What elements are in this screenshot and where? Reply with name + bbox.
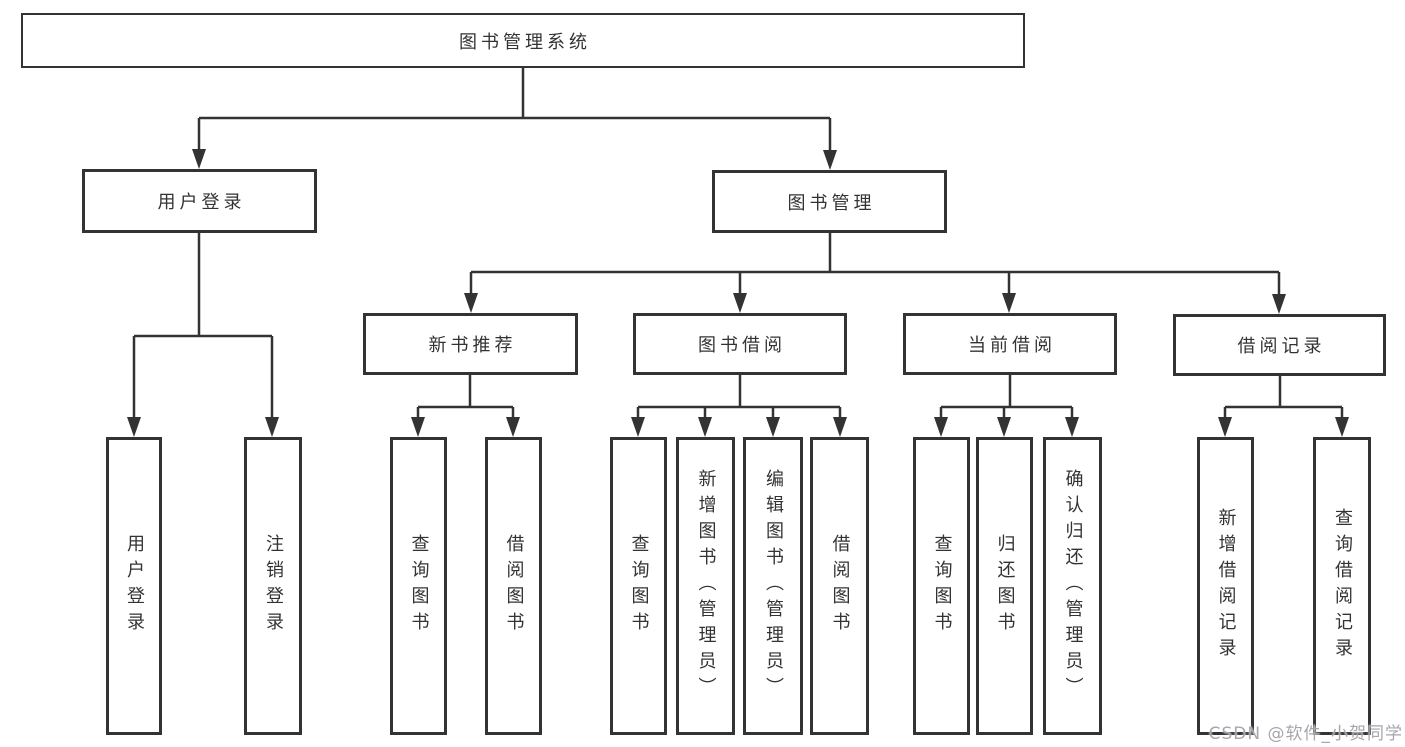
node-new-book-recommend: 新书推荐 — [363, 313, 578, 375]
node-label: 归还图书 — [994, 534, 1016, 638]
node-label: 新增图书（管理员） — [695, 469, 717, 703]
leaf-logout: 注销登录 — [244, 437, 302, 735]
leaf-add-book-admin: 新增图书（管理员） — [676, 437, 735, 735]
node-current-borrowing: 当前借阅 — [903, 313, 1117, 375]
node-label: 图书管理系统 — [459, 31, 591, 53]
node-label: 新书推荐 — [428, 335, 517, 356]
node-label: 借阅图书 — [503, 534, 525, 638]
node-library-management-system: 图书管理系统 — [21, 13, 1025, 68]
leaf-borrow-books-borrowing: 借阅图书 — [810, 437, 869, 735]
node-label: 图书管理 — [787, 192, 876, 214]
node-book-management: 图书管理 — [712, 170, 947, 233]
node-label: 借阅记录 — [1237, 336, 1326, 357]
node-label: 查询图书 — [931, 534, 953, 638]
node-label: 借阅图书 — [829, 534, 851, 638]
node-label: 查询图书 — [408, 534, 430, 638]
leaf-edit-book-admin: 编辑图书（管理员） — [743, 437, 803, 735]
leaf-borrow-books-recommend: 借阅图书 — [485, 437, 542, 735]
node-label: 查询图书 — [628, 534, 650, 638]
node-label: 用户登录 — [124, 534, 145, 638]
node-book-borrowing: 图书借阅 — [633, 313, 847, 375]
node-label: 当前借阅 — [968, 335, 1056, 356]
node-label: 新增借阅记录 — [1215, 508, 1237, 664]
node-borrowing-records: 借阅记录 — [1173, 314, 1386, 376]
csdn-watermark: CSDN @软件_小贺同学 — [1208, 724, 1403, 744]
node-label: 查询借阅记录 — [1332, 508, 1353, 664]
node-label: 编辑图书（管理员） — [763, 469, 784, 703]
leaf-add-borrow-record: 新增借阅记录 — [1197, 437, 1254, 735]
node-label: 确认归还（管理员） — [1062, 469, 1084, 703]
leaf-query-books-recommend: 查询图书 — [390, 437, 447, 735]
node-label: 注销登录 — [263, 534, 284, 638]
leaf-user-login: 用户登录 — [106, 437, 162, 735]
node-label: 用户登录 — [157, 192, 246, 213]
leaf-return-book: 归还图书 — [976, 437, 1033, 735]
leaf-query-books-current: 查询图书 — [913, 437, 970, 735]
leaf-query-borrow-record: 查询借阅记录 — [1313, 437, 1371, 735]
node-label: 图书借阅 — [698, 335, 786, 356]
arrowheads — [127, 149, 1349, 437]
leaf-query-books-borrowing: 查询图书 — [610, 437, 667, 735]
leaf-confirm-return-admin: 确认归还（管理员） — [1043, 437, 1102, 735]
node-user-login: 用户登录 — [82, 169, 317, 233]
